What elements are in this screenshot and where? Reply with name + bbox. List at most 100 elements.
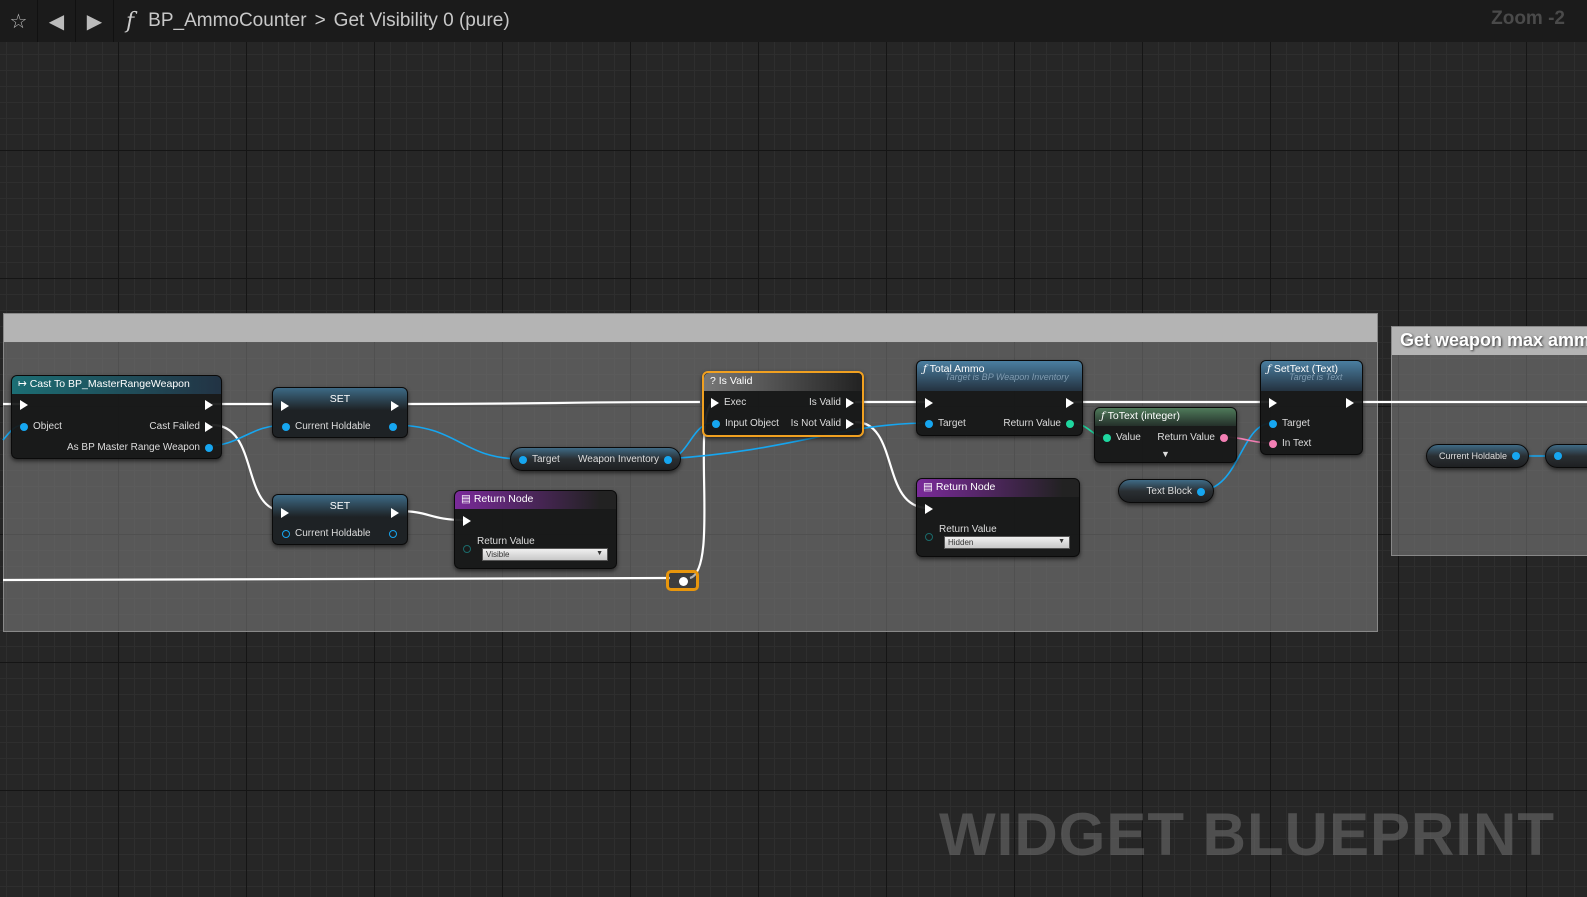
function-icon: f [126,8,135,34]
total-ammo-subtitle: Target is BP Weapon Inventory [945,372,1069,382]
text-block-pin[interactable]: Text Block [1146,486,1205,497]
return-value-pin[interactable]: Return Value [1157,432,1228,443]
return-value-pin[interactable]: Return Value [1003,418,1074,429]
total-ammo-title: Total Ammo [929,363,985,375]
exec-in-pin[interactable] [281,508,289,518]
set-node[interactable]: SET Current Holdable [272,387,408,438]
exec-out-pin[interactable] [205,400,213,410]
pin-label: Object [33,421,62,432]
exec-wire [2,576,671,582]
weapon-inventory-pin[interactable]: Weapon Inventory [578,454,672,465]
totext-title: ToText (integer) [1107,410,1180,422]
pin-label: Return Value [1157,432,1215,443]
breadcrumb-root[interactable]: BP_AmmoCounter [148,10,307,31]
return-value-dropdown[interactable]: Hidden [944,536,1070,549]
exec-out-pin[interactable] [1346,398,1354,408]
return-value-label: Return Value [477,536,535,547]
cast-node[interactable]: ↦ Cast To BP_MasterRangeWeapon Object Ca… [11,375,222,459]
function-icon: ƒ [1101,410,1105,422]
input-object-pin[interactable]: Input Object [712,418,779,429]
watermark: WIDGET BLUEPRINT [939,801,1555,868]
pin-label: Target [1282,418,1310,429]
is-valid-node[interactable]: ? Is Valid Exec Input Object Is Valid Is… [702,371,864,437]
pin-label: Is Valid [808,397,841,408]
comment-box-weapon-max-ammo[interactable]: Get weapon max ammo [1391,326,1587,556]
pin-label: Cast Failed [149,421,200,432]
object-wire [391,424,523,460]
pin-label: Target [532,454,560,465]
zoom-level: Zoom -2 [1491,8,1565,29]
return-node-header: ▤ Return Node [917,479,1079,497]
text-block-node[interactable]: Text Block [1118,479,1214,503]
object-pin[interactable]: Object [20,421,62,432]
exec-wire [854,420,929,510]
set-title: SET [329,393,351,405]
current-holdable-pin[interactable]: Current Holdable [1439,451,1520,461]
pin-label: As BP Master Range Weapon [66,442,200,453]
exec-in-pin[interactable] [463,516,471,526]
return-value-pin[interactable] [925,533,933,541]
output-pin[interactable] [389,423,397,431]
pin-label: Text Block [1146,486,1192,497]
settext-node[interactable]: ƒ SetText (Text)Target is Text Target In… [1260,360,1363,455]
return-value-dropdown[interactable]: Visible [482,548,608,561]
function-icon: ƒ [1267,363,1271,375]
return-value-pin[interactable] [463,545,471,553]
set-node[interactable]: SET Current Holdable [272,494,408,545]
back-arrow-icon[interactable]: ◀ [38,0,76,42]
forward-arrow-icon[interactable]: ▶ [76,0,114,42]
in-text-pin[interactable]: In Text [1269,438,1311,449]
current-holdable-pin[interactable]: Current Holdable [282,421,371,432]
totext-header: ƒ ToText (integer) [1095,408,1236,426]
return-node[interactable]: ▤ Return Node Return Value Visible [454,490,617,569]
target-pin[interactable]: Target [1269,418,1310,429]
exec-in-pin[interactable] [20,400,28,410]
set-title: SET [329,500,351,512]
comment-title[interactable]: Get weapon max ammo [1392,327,1587,355]
return-node[interactable]: ▤ Return Node Return Value Hidden [916,478,1080,557]
exec-out-pin[interactable] [391,508,399,518]
return-node-header: ▤ Return Node [455,491,616,509]
output-pin[interactable] [389,530,397,538]
exec-wire [211,423,285,513]
exec-out-pin[interactable] [1066,398,1074,408]
exec-in-pin[interactable] [1269,398,1277,408]
return-node-title: Return Node [935,481,996,493]
value-pin[interactable]: Value [1103,432,1141,443]
exec-in-pin[interactable] [925,504,933,514]
cast-failed-pin[interactable]: Cast Failed [149,421,213,432]
cast-node-title: Cast To BP_MasterRangeWeapon [29,378,190,390]
current-holdable-node[interactable]: Current Holdable [1426,444,1529,468]
reroute-node[interactable] [666,570,699,591]
target-pin[interactable]: Target [925,418,966,429]
pin-label: Value [1116,432,1141,443]
comment-title[interactable] [4,314,1377,342]
breadcrumb-current: Get Visibility 0 (pure) [333,10,510,31]
exec-in-pin[interactable] [925,398,933,408]
return-node-title: Return Node [473,493,534,505]
exec-out-pin[interactable] [391,401,399,411]
function-icon: ƒ [923,363,927,375]
pin-label: Current Holdable [295,528,371,539]
exec-in-pin[interactable] [281,401,289,411]
as-weapon-pin[interactable]: As BP Master Range Weapon [67,442,213,453]
toolbar: ☆ ◀ ▶ f BP_AmmoCounter > Get Visibility … [0,0,1587,42]
pin-label: Is Not Valid [790,418,841,429]
pin-label: Input Object [725,418,779,429]
object-wire [665,422,931,460]
is-not-valid-pin[interactable]: Is Not Valid [791,418,854,429]
pin-label: Target [938,418,966,429]
weapon-inventory-node[interactable]: Target Weapon Inventory [510,447,681,471]
is-valid-title: Is Valid [718,375,753,387]
partial-node[interactable] [1545,444,1587,468]
star-icon[interactable]: ☆ [0,0,38,42]
pin-label: Current Holdable [1438,451,1507,461]
exec-pin[interactable]: Exec [711,397,746,408]
target-pin[interactable]: Target [519,454,560,465]
expand-arrow-icon[interactable]: ▼ [1161,449,1170,459]
is-valid-pin[interactable]: Is Valid [809,397,854,408]
totext-node[interactable]: ƒ ToText (integer) Value Return Value ▼ [1094,407,1237,463]
current-holdable-pin[interactable]: Current Holdable [282,528,371,539]
